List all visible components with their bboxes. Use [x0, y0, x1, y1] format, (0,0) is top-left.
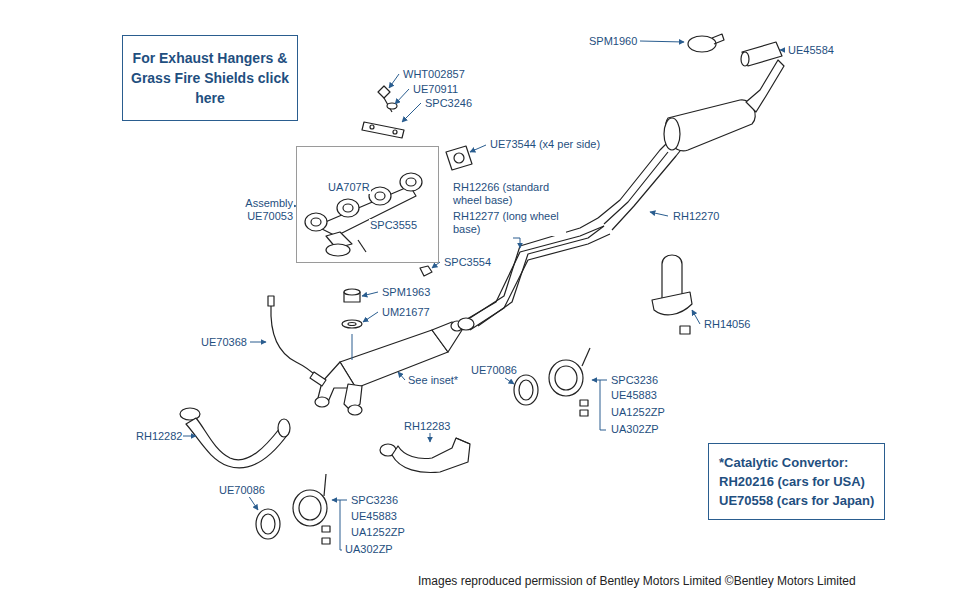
rear-silencer	[598, 60, 784, 230]
exhaust-manifold	[305, 173, 422, 256]
callout-number: UA1252ZP	[610, 406, 666, 419]
callout-number: UE45883	[350, 510, 398, 523]
callout-number: WHT002857	[402, 68, 466, 81]
callout-number: RH12282	[135, 430, 183, 443]
note-box: *Catalytic Convertor:RH20216 (cars for U…	[708, 443, 885, 520]
clamp-set	[256, 474, 330, 544]
box-text: UE70558 (cars for Japan)	[719, 491, 874, 510]
callout-number: UA302ZP	[610, 423, 660, 436]
callout-number: RH12266 (standard wheel base)	[452, 181, 566, 207]
callout-number: UE70911	[412, 83, 459, 96]
assembly-frame: UA707R SPC3555	[296, 146, 439, 263]
callout-number: SPM1960	[588, 35, 638, 48]
callout-number: SPC3236	[350, 494, 399, 507]
callout-number: RH14056	[703, 318, 751, 331]
callout-number: RH12270	[672, 210, 720, 223]
nut	[420, 266, 432, 276]
callout-number: SPM1963	[381, 286, 431, 299]
u-bolt	[652, 255, 692, 334]
callout-number: UA302ZP	[344, 543, 394, 556]
clamp-set	[514, 348, 590, 416]
catalytic-converter	[315, 321, 463, 415]
callout-number: UM21677	[381, 306, 431, 319]
callout-number: Assembly UE70053	[236, 197, 294, 223]
connecting-pipe	[380, 438, 470, 472]
copyright-note: Images reproduced permission of Bentley …	[417, 574, 857, 589]
tail-trim-end	[741, 52, 749, 66]
callout-number: SPC3236	[610, 374, 659, 387]
pipe-clamp	[688, 34, 724, 52]
callout-number: UE73544 (x4 per side)	[489, 138, 601, 151]
part-number: UA707R	[327, 181, 371, 194]
oxygen-sensor	[268, 296, 326, 386]
callout-number: UE45584	[787, 44, 835, 57]
callout-number: See inset*	[407, 374, 459, 387]
box-text: RH20216 (cars for USA)	[719, 472, 874, 491]
callout-number: UA1252ZP	[350, 526, 406, 539]
callout-number: UE45883	[610, 389, 658, 402]
bolt-group	[362, 86, 404, 138]
manifold-gasket	[446, 146, 472, 170]
part-number: SPC3555	[369, 219, 418, 232]
callout-number: RH12277 (long wheel base)	[452, 210, 566, 236]
callout-number: SPC3246	[424, 97, 473, 110]
callout-number: UE70086	[470, 364, 518, 377]
callout-number: UE70086	[218, 484, 266, 497]
bracket-lines	[332, 380, 607, 550]
callout-number: RH12283	[403, 420, 451, 433]
link-box: For Exhaust Hangers & Grass Fire Shields…	[122, 35, 298, 121]
box-text: For Exhaust Hangers & Grass Fire Shields…	[131, 48, 289, 108]
box-text: *Catalytic Convertor:	[719, 453, 874, 472]
front-pipe	[180, 408, 290, 468]
callout-number: UE70368	[200, 336, 248, 349]
tail-trim	[742, 42, 782, 66]
callout-number: SPC3554	[443, 256, 492, 269]
plug-washer	[342, 289, 362, 328]
